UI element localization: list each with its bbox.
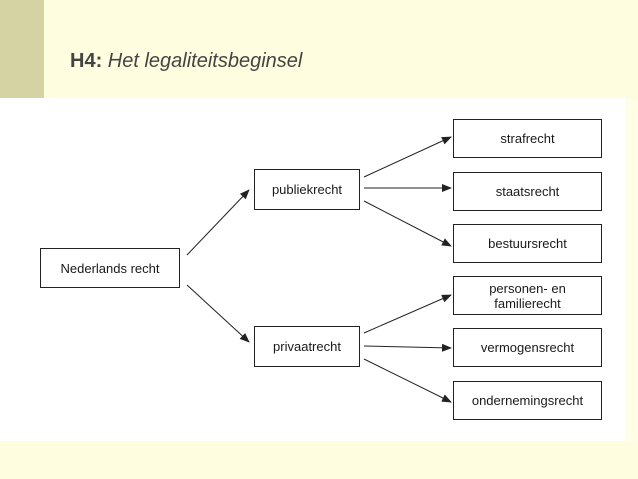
accent-bar bbox=[0, 0, 44, 98]
node-strafrecht: strafrecht bbox=[453, 119, 602, 158]
slide-title-prefix: H4: bbox=[70, 50, 103, 72]
slide-title: H4: Het legaliteitsbeginsel bbox=[70, 50, 302, 73]
node-privaatrecht: privaatrecht bbox=[254, 326, 360, 367]
node-ondernemingsrecht: ondernemingsrecht bbox=[453, 381, 602, 420]
node-bestuursrecht: bestuursrecht bbox=[453, 224, 602, 263]
node-privaatrecht-label: privaatrecht bbox=[273, 339, 341, 354]
node-ondernemingsrecht-label: ondernemingsrecht bbox=[471, 393, 584, 408]
node-personen-en-familierecht: personen- en familierecht bbox=[453, 276, 602, 315]
node-staatsrecht-label: staatsrecht bbox=[495, 184, 560, 199]
title-band bbox=[0, 0, 638, 98]
node-bestuursrecht-label: bestuursrecht bbox=[488, 236, 567, 251]
node-staatsrecht: staatsrecht bbox=[453, 172, 602, 211]
node-publiekrecht-label: publiekrecht bbox=[271, 182, 343, 197]
node-strafrecht-label: strafrecht bbox=[500, 131, 555, 146]
bottom-band bbox=[0, 441, 638, 479]
node-publiekrecht: publiekrecht bbox=[254, 169, 360, 210]
slide-title-text: Het legaliteitsbeginsel bbox=[107, 50, 303, 72]
node-vermogensrecht: vermogensrecht bbox=[453, 328, 602, 367]
node-vermogensrecht-label: vermogensrecht bbox=[480, 340, 575, 355]
node-nederlands-recht-label: Nederlands recht bbox=[60, 260, 160, 276]
node-personen-en-familierecht-label: personen- en familierecht bbox=[489, 280, 566, 311]
node-nederlands-recht: Nederlands recht bbox=[40, 248, 180, 288]
